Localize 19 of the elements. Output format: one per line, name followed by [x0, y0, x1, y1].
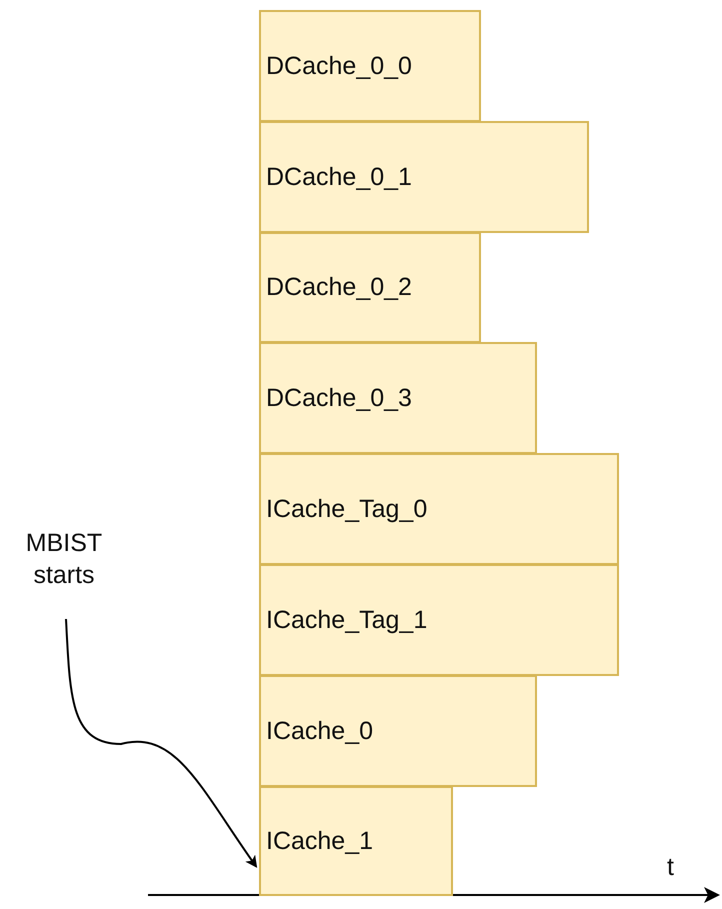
- bar-label: ICache_Tag_1: [266, 606, 428, 634]
- memory-test-bar: [259, 121, 589, 233]
- bar-label: DCache_0_2: [266, 273, 412, 302]
- bar-label: DCache_0_1: [266, 162, 412, 192]
- memory-test-bar: [259, 232, 481, 343]
- memory-test-bar: [259, 453, 619, 565]
- memory-test-bar: [259, 564, 619, 676]
- memory-test-bar: [259, 342, 537, 454]
- curved-arrow: [65, 618, 258, 868]
- bar-label: DCache_0_3: [266, 384, 412, 412]
- bar-label: DCache_0_0: [266, 52, 412, 80]
- bar-label: ICache_Tag_0: [266, 494, 428, 524]
- memory-test-bar: [259, 675, 537, 787]
- memory-test-bar: [259, 786, 453, 896]
- annotation-text: MBIST starts: [8, 527, 120, 619]
- axis-label: t: [667, 853, 674, 882]
- bar-label: ICache_1: [266, 826, 374, 856]
- bar-label: ICache_0: [266, 716, 374, 746]
- memory-test-bar: [259, 10, 481, 122]
